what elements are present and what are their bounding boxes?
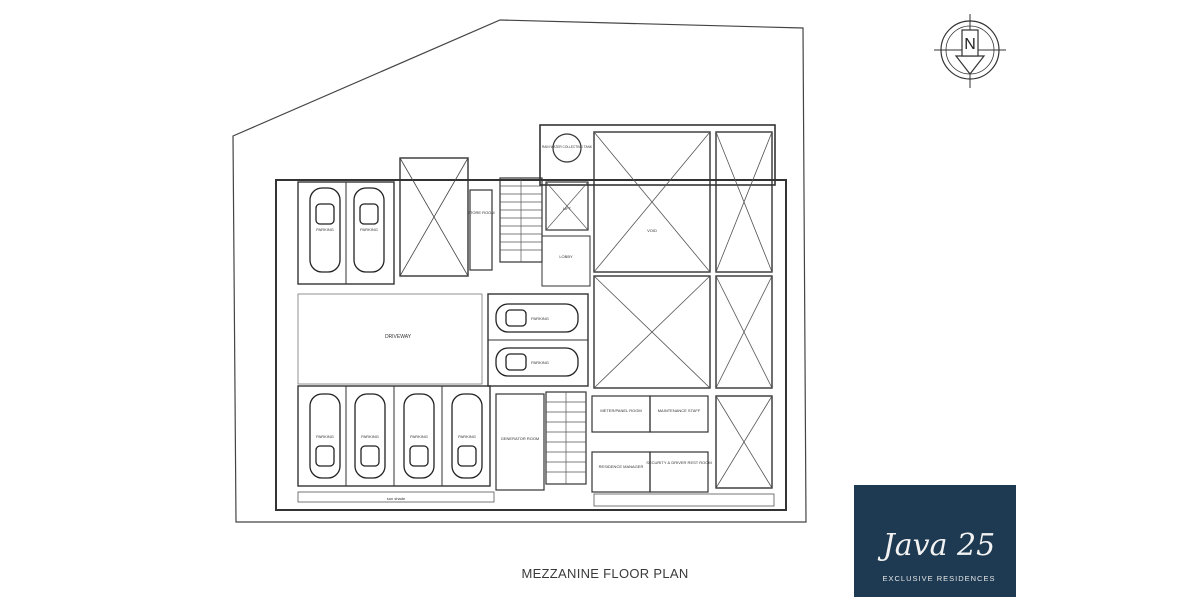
sun-shade-bottom	[297, 491, 495, 503]
lift-upper-label: LIFT	[563, 206, 572, 211]
site-boundary	[232, 19, 807, 523]
generator-room	[495, 393, 545, 491]
meter-panel-room-label: METER/PANEL ROOM	[600, 408, 641, 413]
brand-logo: Java 25 EXCLUSIVE RESIDENCES	[854, 485, 1016, 597]
parking-label: PARKING	[316, 227, 334, 232]
brand-name: Java 25	[882, 528, 996, 563]
parking-label: PARKING	[458, 434, 476, 439]
sun-shade-label: sun shade	[387, 496, 406, 501]
parking-label: PARKING	[360, 227, 378, 232]
void-label: VOID	[647, 228, 657, 233]
generator-room-label: GENERATOR ROOM	[501, 436, 540, 441]
parking-label: PARKING	[410, 434, 428, 439]
parking-label: PARKING	[361, 434, 379, 439]
store-room	[469, 189, 493, 271]
brand-subtitle: EXCLUSIVE RESIDENCES	[882, 574, 996, 583]
compass-north-letter: N	[964, 36, 976, 53]
compass-icon: N	[934, 14, 1006, 88]
driveway-label: DRIVEWAY	[385, 334, 412, 340]
service-rooms	[591, 395, 709, 493]
store-room-label: STORE ROOM	[467, 210, 494, 215]
sun-shade-bottom-right	[593, 493, 775, 507]
maintenance-staff-label: MAINTENANCE STAFF	[658, 408, 701, 413]
residence-manager-label: RESIDENCE MANAGER	[599, 464, 644, 469]
rain-water-tank	[552, 133, 582, 163]
security-rest-room-label: SECURITY & DRIVER REST ROOM	[646, 460, 711, 465]
building-outline	[275, 179, 787, 511]
lobby	[541, 235, 591, 287]
voids-right	[593, 131, 773, 489]
void-left	[399, 157, 469, 277]
upper-block-outline	[539, 124, 776, 186]
rain-water-tank-label: RAIN WATER COLLECTING TANK	[542, 145, 593, 149]
lift-upper	[545, 181, 589, 231]
parking-label: PARKING	[531, 316, 549, 321]
driveway-area	[297, 293, 483, 385]
lobby-label: LOBBY	[559, 254, 573, 259]
plan-caption: MEZZANINE FLOOR PLAN	[521, 566, 689, 581]
parking-label: PARKING	[316, 434, 334, 439]
cars	[309, 187, 579, 479]
parking-label: PARKING	[531, 360, 549, 365]
